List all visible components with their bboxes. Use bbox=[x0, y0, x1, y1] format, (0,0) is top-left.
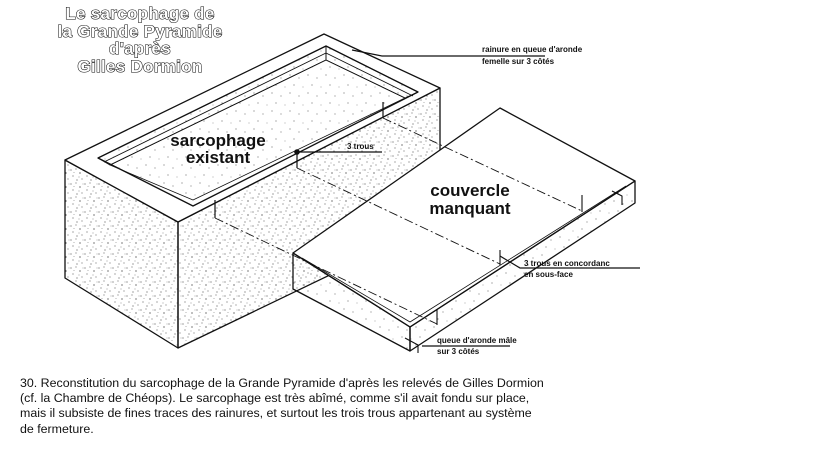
figure-caption: 30. Reconstitution du sarcophage de la G… bbox=[20, 376, 810, 437]
leader-trous-concordance bbox=[499, 255, 640, 269]
alignment-line-2 bbox=[296, 167, 501, 265]
sarcophagus-holes bbox=[214, 102, 384, 218]
caption-line-3: mais il subsiste de fines traces des rai… bbox=[20, 406, 532, 421]
label-rainure-1: rainure en queue d'aronde bbox=[482, 45, 583, 54]
lid-tongue bbox=[404, 337, 419, 353]
title-line-3: d'après bbox=[109, 39, 171, 58]
label-sarcophage: sarcophage bbox=[170, 131, 265, 150]
lid-tongue-right bbox=[611, 190, 623, 205]
lid bbox=[292, 107, 636, 353]
sarcophagus-box bbox=[64, 33, 441, 349]
label-rainure-2: femelle sur 3 côtés bbox=[482, 57, 555, 66]
caption-line-4: de fermeture. bbox=[20, 421, 94, 436]
label-queue-1: queue d'aronde mâle bbox=[437, 336, 517, 345]
label-existant: existant bbox=[186, 148, 251, 167]
alignment-line-3 bbox=[382, 117, 583, 212]
lid-holes bbox=[436, 195, 583, 325]
label-couvercle: couvercle bbox=[430, 181, 509, 200]
lid-tenon-edge bbox=[301, 185, 627, 323]
title-line-2: la Grande Pyramide bbox=[57, 22, 222, 41]
leader-rainure bbox=[351, 49, 545, 57]
sarcophagus-diagram: Le sarcophage de la Grande Pyramide d'ap… bbox=[57, 3, 640, 356]
label-manquant: manquant bbox=[429, 199, 511, 218]
title-line-4: Gilles Dormion bbox=[77, 57, 202, 76]
diagram-title: Le sarcophage de la Grande Pyramide d'ap… bbox=[57, 3, 223, 76]
caption-line-1: 30. Reconstitution du sarcophage de la G… bbox=[20, 376, 544, 390]
label-trous-concordance-2: en sous-face bbox=[524, 270, 573, 279]
alignment-line-1 bbox=[214, 217, 438, 325]
title-line-1: Le sarcophage de bbox=[65, 4, 214, 23]
leader-lines bbox=[299, 49, 640, 347]
alignment-lines bbox=[214, 117, 583, 325]
inner-floor bbox=[109, 59, 406, 201]
label-queue-2: sur 3 côtés bbox=[437, 347, 480, 356]
label-trous-concordance-1: 3 trous en concordanc bbox=[524, 259, 610, 268]
groove-line bbox=[103, 52, 414, 163]
caption-line-2: (cf. la Chambre de Chéops). Le sarcophag… bbox=[20, 391, 530, 406]
lid-right-face bbox=[409, 180, 636, 352]
label-trous: 3 trous bbox=[347, 142, 374, 151]
